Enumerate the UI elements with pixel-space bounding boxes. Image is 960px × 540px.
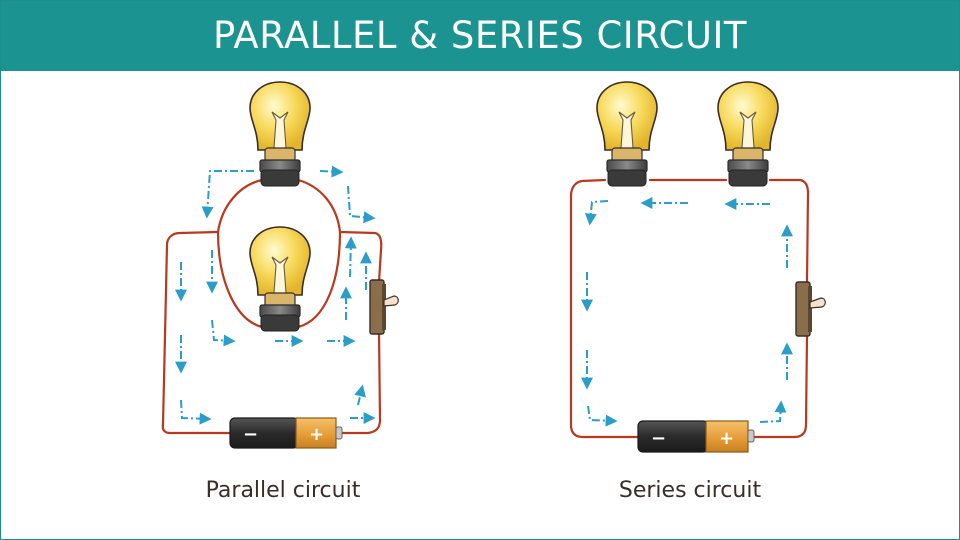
series-switch <box>795 281 826 337</box>
parallel-wires <box>161 178 383 435</box>
current-arrow <box>584 200 609 226</box>
battery-minus-label: − <box>243 424 258 445</box>
battery-negative-body <box>637 420 709 453</box>
current-arrow <box>759 400 787 423</box>
parallel-middle-bulb <box>249 226 311 332</box>
current-arrow <box>344 236 357 278</box>
bulb-filament <box>618 111 636 149</box>
upper-right-arc-wire <box>296 178 342 234</box>
battery-positive-body <box>705 420 749 453</box>
series-battery <box>637 420 755 453</box>
current-arrow <box>347 185 376 224</box>
current-arrow <box>319 165 344 178</box>
bulb-glass <box>717 81 779 151</box>
bulb-socket-base <box>728 169 768 187</box>
right-bottom-wire <box>750 334 809 439</box>
parallel-circuit: − + <box>161 81 399 449</box>
right-bottom-wire <box>338 331 382 435</box>
upper-left-arc-wire <box>216 178 264 234</box>
title-banner: PARALLEL & SERIES CIRCUIT <box>1 1 959 71</box>
battery-plus-label: + <box>719 428 734 449</box>
bulb-glass <box>596 81 658 151</box>
switch-plate <box>369 279 385 335</box>
current-arrow <box>211 319 236 347</box>
battery-positive-body <box>295 417 337 449</box>
parallel-top-bulb <box>249 81 311 187</box>
series-circuit-caption: Series circuit <box>618 478 762 503</box>
switch-plate-edge <box>382 284 386 330</box>
page-title: PARALLEL & SERIES CIRCUIT <box>212 14 748 57</box>
battery-terminal <box>335 426 343 440</box>
battery-terminal <box>747 429 755 443</box>
series-wires <box>569 178 810 439</box>
battery-negative-body <box>229 417 299 449</box>
battery-plus-label: + <box>309 424 324 445</box>
lower-right-arc-wire <box>296 230 342 329</box>
bulb-glass <box>249 226 311 296</box>
current-arrow <box>201 170 254 219</box>
bulb-socket-base <box>607 169 647 187</box>
lower-left-arc-wire <box>216 230 264 329</box>
switch-plate <box>795 281 811 337</box>
switch-lever <box>809 297 826 309</box>
top-right-wire <box>768 178 810 284</box>
bulb-filament <box>271 111 289 149</box>
right-top-wire <box>338 230 383 284</box>
outer-loop-wire <box>161 230 232 435</box>
parallel-current-arrows <box>175 165 376 425</box>
parallel-battery <box>229 417 343 449</box>
bulb-glass <box>249 81 311 151</box>
current-arrow <box>354 384 366 406</box>
current-arrow <box>180 399 212 425</box>
bulb-socket-base <box>260 314 300 332</box>
series-left-bulb <box>596 81 658 187</box>
top-left-wire <box>569 178 642 439</box>
parallel-switch <box>369 279 399 335</box>
series-right-bulb <box>717 81 779 187</box>
bulb-socket-base <box>260 169 300 187</box>
switch-lever <box>383 295 399 307</box>
current-arrow <box>587 405 618 427</box>
parallel-circuit-caption: Parallel circuit <box>205 478 361 503</box>
series-current-arrows <box>581 197 793 427</box>
switch-plate-edge <box>808 286 812 332</box>
bulb-filament <box>739 111 757 149</box>
battery-minus-label: − <box>651 428 666 449</box>
bulb-filament <box>271 256 289 294</box>
series-circuit: − + <box>569 81 826 453</box>
